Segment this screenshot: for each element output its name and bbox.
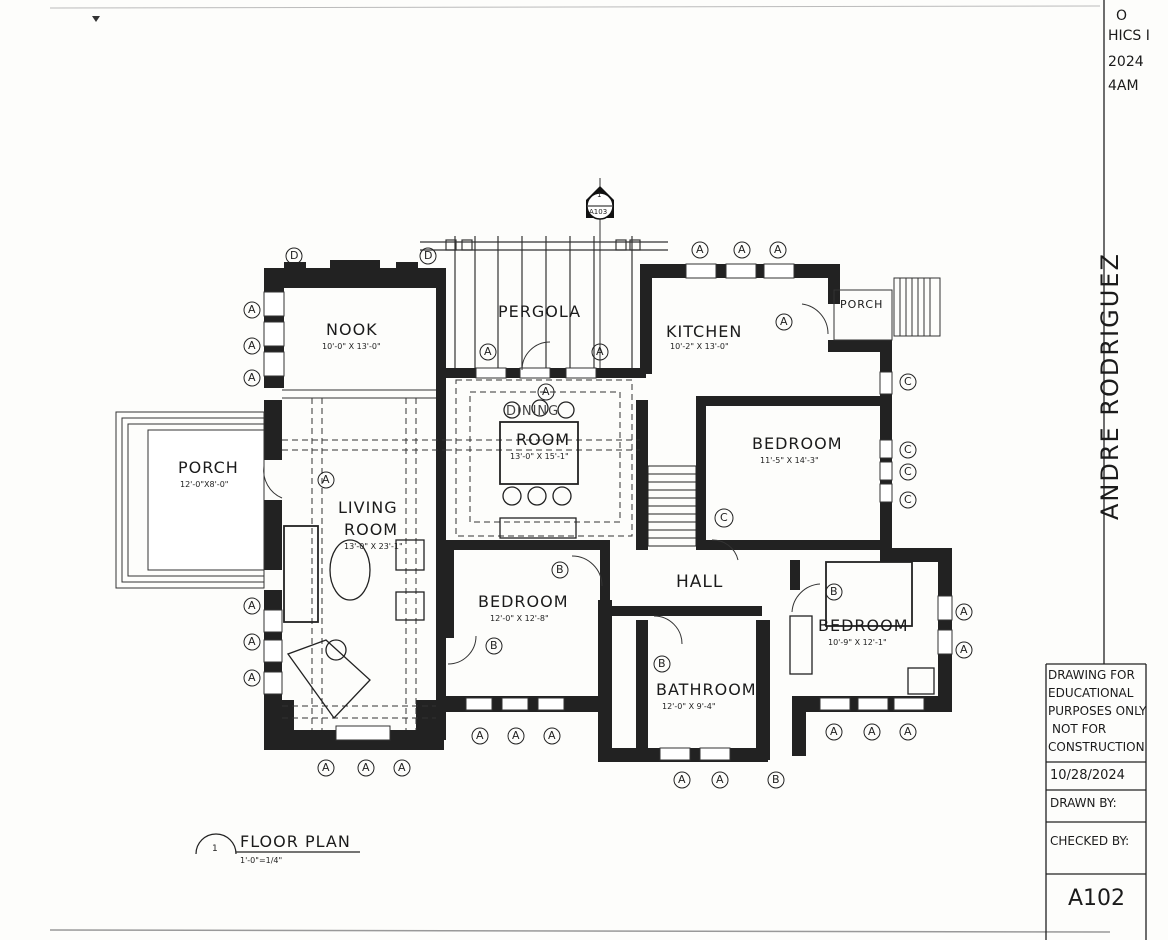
tag-a: A (398, 761, 406, 774)
room-bedroom-ne-name: BEDROOM (752, 434, 843, 453)
tag-a: A (248, 671, 256, 684)
title-block-top-line2: HICS I (1108, 28, 1150, 44)
tag-a: A (780, 315, 788, 328)
tag-a: A (484, 345, 492, 358)
windows (263, 263, 953, 761)
disclaimer-line3: PURPOSES ONLY (1048, 704, 1147, 718)
designer-name: ANDRE RODRIGUEZ (1096, 252, 1124, 520)
room-bathroom-name: BATHROOM (656, 680, 757, 699)
tag-a: A (716, 773, 724, 786)
tag-b: B (490, 639, 498, 652)
tag-a: A (678, 773, 686, 786)
drawing-title-symbol (195, 833, 360, 855)
room-porch-left-dim: 12'-0"X8'-0" (180, 480, 229, 489)
tag-a: A (904, 725, 912, 738)
title-block-lines (1045, 0, 1147, 940)
drawing-scale: 1'-0"=1/4" (240, 856, 283, 865)
door-swings (447, 303, 829, 665)
tag-a: A (596, 345, 604, 358)
disclaimer-line4: NOT FOR (1052, 722, 1107, 736)
disclaimer-line5: CONSTRUCTION (1048, 740, 1145, 754)
tag-a: A (738, 243, 746, 256)
tag-a: A (960, 643, 968, 656)
room-bedroom-se-name: BEDROOM (818, 616, 909, 635)
tag-a: A (248, 635, 256, 648)
room-dining-name-top: DINING (506, 404, 560, 419)
room-living-dim: 13'-0" X 23'-1" (344, 542, 403, 551)
title-block-top-line3: 2024 (1108, 54, 1144, 70)
tag-a: A (248, 303, 256, 316)
tag-a: A (774, 243, 782, 256)
disclaimer-line2: EDUCATIONAL (1048, 686, 1134, 700)
tag-a: A (960, 605, 968, 618)
section-marker-number: 1 (597, 191, 602, 199)
tag-a: A (322, 473, 330, 486)
room-nook-dim: 10'-0" X 13'-0" (322, 342, 381, 351)
room-porch-small-name: PORCH (840, 298, 884, 311)
room-kitchen-dim: 10'-2" X 13'-0" (670, 342, 729, 351)
drawing-date: 10/28/2024 (1050, 768, 1125, 783)
room-dining-dim: 13'-0" X 15'-1" (510, 452, 569, 461)
pergola-beams (420, 236, 668, 370)
room-bedroom-ne-dim: 11'-5" X 14'-3" (760, 456, 819, 465)
title-block: O HICS I 2024 4AM ANDRE RODRIGUEZ DRAWIN… (1036, 0, 1168, 940)
drawing-title: FLOOR PLAN (240, 832, 351, 851)
title-block-top-line1: O (1116, 8, 1128, 24)
checked-by-label: CHECKED BY: (1050, 834, 1130, 848)
disclaimer-line1: DRAWING FOR (1048, 668, 1135, 682)
tag-a: A (362, 761, 370, 774)
section-marker (586, 178, 614, 372)
sheet-number: A102 (1068, 886, 1126, 911)
tag-d: D (424, 249, 433, 262)
window-tags (243, 241, 973, 789)
furniture (283, 399, 935, 720)
tag-a: A (248, 339, 256, 352)
drawing-detail-number: 1 (212, 844, 218, 854)
tag-c: C (904, 465, 912, 478)
stair (647, 465, 697, 547)
tag-c: C (904, 375, 912, 388)
tag-a: A (542, 385, 550, 398)
tag-b: B (830, 585, 838, 598)
tag-a: A (868, 725, 876, 738)
tag-c: C (904, 443, 912, 456)
room-dining-name: ROOM (516, 430, 571, 449)
interior-lines (282, 379, 640, 730)
section-marker-sheet: A103 (589, 208, 608, 216)
tag-b: B (556, 563, 564, 576)
tag-a: A (476, 729, 484, 742)
porch-steps (833, 277, 941, 341)
tag-c: C (720, 511, 728, 524)
tag-a: A (248, 599, 256, 612)
tag-a: A (512, 729, 520, 742)
tag-a: A (322, 761, 330, 774)
tag-b: B (772, 773, 780, 786)
tag-b: B (658, 657, 666, 670)
room-bedroom-mid-name: BEDROOM (478, 592, 569, 611)
room-kitchen-name: KITCHEN (666, 322, 743, 341)
tag-c: C (904, 493, 912, 506)
room-pergola-name: PERGOLA (498, 302, 582, 321)
tag-d: D (290, 249, 299, 262)
tag-a: A (696, 243, 704, 256)
room-bedroom-se-dim: 10'-9" X 12'-1" (828, 638, 887, 647)
tag-a: A (548, 729, 556, 742)
room-bedroom-mid-dim: 12'-0" X 12'-8" (490, 614, 549, 623)
room-hall-name: HALL (676, 572, 724, 592)
tag-a: A (248, 371, 256, 384)
room-bathroom-dim: 12'-0" X 9'-4" (662, 702, 716, 711)
left-porch (115, 411, 283, 589)
room-porch-left-name: PORCH (178, 458, 239, 477)
title-block-top-line4: 4AM (1108, 78, 1139, 94)
drawn-by-label: DRAWN BY: (1050, 796, 1117, 810)
tag-a: A (830, 725, 838, 738)
room-nook-name: NOOK (326, 320, 378, 339)
room-living-name: LIVING (338, 498, 398, 517)
room-living-name2: ROOM (344, 520, 399, 539)
